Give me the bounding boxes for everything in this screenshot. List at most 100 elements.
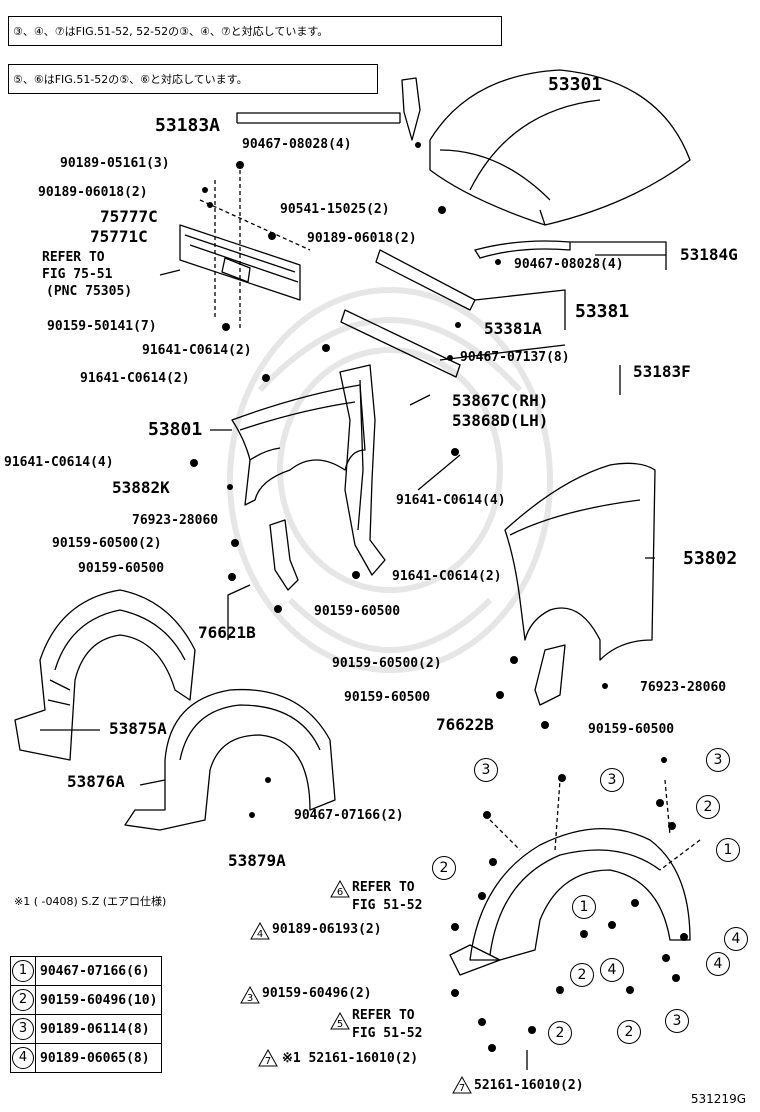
legend-row: 1 90467-07166(6) (10, 956, 163, 986)
legend-num-cell: 3 (10, 1014, 36, 1044)
label-90189-06018-a: 90189-06018(2) (38, 185, 148, 200)
circle-mark-3: 3 (600, 768, 624, 792)
legend-part-cell: 90159-60496(10) (34, 985, 163, 1015)
label-53183F: 53183F (633, 362, 691, 381)
label-91641-c0614-e: 91641-C0614(2) (392, 569, 502, 584)
label-refer-75-51-line3: (PNC 75305) (46, 284, 133, 299)
circle-mark-2: 2 (570, 963, 594, 987)
legend-num-cell: 2 (10, 985, 36, 1015)
label-90159-60500-c: 90159-60500 (344, 690, 431, 705)
label-53875A: 53875A (109, 719, 167, 738)
legend-row: 4 90189-06065(8) (10, 1043, 163, 1073)
note-fig-correspondence-2: ⑤、⑥はFIG.51-52の⑤、⑥と対応しています。 (8, 64, 378, 94)
label-53882K: 53882K (112, 478, 170, 497)
footnote: ※1 ( -0408) S.Z (エアロ仕様) (14, 895, 167, 908)
note-fig-correspondence-1: ③、④、⑦はFIG.51-52, 52-52の③、④、⑦と対応しています。 (8, 16, 502, 46)
label-53801: 53801 (148, 419, 203, 440)
circle-mark-1: 1 (572, 895, 596, 919)
label-refer-75-51-line1: REFER TO (42, 250, 105, 265)
triangle-mark-6: 6 (330, 880, 350, 898)
fastener-legend-table: 1 90467-07166(6) 2 90159-60496(10) 3 901… (10, 956, 163, 1073)
liner-53875A (14, 589, 196, 761)
label-90189-05161: 90189-05161(3) (60, 156, 170, 171)
label-90467-08028-a: 90467-08028(4) (242, 137, 352, 152)
diagram-code: 531219G (690, 1092, 746, 1106)
label-53879A: 53879A (228, 851, 286, 870)
label-53183A: 53183A (155, 115, 221, 136)
label-91641-c0614-c: 91641-C0614(4) (4, 455, 114, 470)
label-53381: 53381 (575, 301, 630, 322)
legend-num-cell: 1 (10, 956, 36, 986)
label-91641-c0614-d: 91641-C0614(4) (396, 493, 506, 508)
label-76923-28060-a: 76923-28060 (132, 513, 219, 528)
fender-53802 (504, 462, 656, 661)
label-90159-50141: 90159-50141(7) (47, 319, 157, 334)
label-53868D-lh: 53868D(LH) (452, 411, 549, 430)
svg-text:6: 6 (337, 887, 343, 898)
liner-53876A (124, 688, 336, 831)
label-refer-75-51-line2: FIG 75-51 (42, 267, 113, 282)
svg-text:7: 7 (459, 1083, 465, 1094)
svg-text:4: 4 (257, 929, 263, 940)
svg-text:5: 5 (337, 1019, 343, 1030)
label-91641-c0614-b: 91641-C0614(2) (80, 371, 190, 386)
triangle-mark-3: 3 (240, 986, 260, 1004)
label-90159-60496: 90159-60496(2) (262, 986, 372, 1001)
label-76621B: 76621B (198, 623, 256, 642)
legend-row: 2 90159-60496(10) (10, 985, 163, 1015)
label-52161-16010-b: 52161-16010(2) (474, 1078, 584, 1093)
label-90159-60500-d: 90159-60500 (588, 722, 675, 737)
label-90467-07137: 90467-07137(8) (460, 350, 570, 365)
label-90467-08028-b: 90467-08028(4) (514, 257, 624, 272)
legend-circle-number: 4 (12, 1047, 34, 1069)
label-76622B: 76622B (436, 715, 494, 734)
label-90189-06018-b: 90189-06018(2) (307, 231, 417, 246)
circle-mark-2: 2 (617, 1020, 641, 1044)
svg-text:7: 7 (265, 1056, 271, 1067)
triangle-mark-4: 4 (250, 922, 270, 940)
fender-53801 (231, 384, 366, 506)
circle-mark-4: 4 (724, 927, 748, 951)
label-53184G: 53184G (680, 245, 738, 264)
circle-mark-4: 4 (706, 952, 730, 976)
note1-text: ③、④、⑦はFIG.51-52, 52-52の③、④、⑦と対応しています。 (13, 25, 329, 38)
label-refer-51-52-a-line2: FIG 51-52 (352, 898, 423, 913)
label-53802: 53802 (683, 548, 738, 569)
circle-mark-3: 3 (474, 758, 498, 782)
label-refer-51-52-b-line1: REFER TO (352, 1008, 415, 1023)
circle-mark-3: 3 (706, 748, 730, 772)
label-90541-15025: 90541-15025(2) (280, 202, 390, 217)
label-90467-07166: 90467-07166(2) (294, 808, 404, 823)
legend-part-cell: 90189-06065(8) (34, 1043, 163, 1073)
watermark-emblem (227, 287, 553, 673)
label-90159-60500-b: 90159-60500 (314, 604, 401, 619)
circle-mark-4: 4 (600, 958, 624, 982)
label-75777C: 75777C (100, 207, 158, 226)
label-refer-51-52-b-line2: FIG 51-52 (352, 1026, 423, 1041)
label-76923-28060-b: 76923-28060 (640, 680, 727, 695)
legend-part-cell: 90467-07166(6) (34, 956, 163, 986)
label-90159-60500-a: 90159-60500 (78, 561, 165, 576)
triangle-mark-5: 5 (330, 1012, 350, 1030)
label-53381A: 53381A (484, 319, 542, 338)
legend-circle-number: 3 (12, 1018, 34, 1040)
legend-row: 3 90189-06114(8) (10, 1014, 163, 1044)
note2-text: ⑤、⑥はFIG.51-52の⑤、⑥と対応しています。 (13, 73, 248, 86)
label-52161-16010-a: ※1 52161-16010(2) (282, 1051, 419, 1066)
triangle-mark-7-b: 7 (452, 1076, 472, 1094)
legend-part-cell: 90189-06114(8) (34, 1014, 163, 1044)
circle-mark-2: 2 (696, 795, 720, 819)
circle-mark-2: 2 (548, 1021, 572, 1045)
label-91641-c0614-a: 91641-C0614(2) (142, 343, 252, 358)
label-53876A: 53876A (67, 772, 125, 791)
legend-num-cell: 4 (10, 1043, 36, 1073)
hood-53301 (429, 69, 691, 226)
fastener-dots (190, 142, 688, 1052)
label-53301: 53301 (548, 74, 603, 95)
triangle-mark-7-a: 7 (258, 1049, 278, 1067)
circle-mark-1: 1 (716, 838, 740, 862)
circle-mark-3: 3 (665, 1009, 689, 1033)
label-53867C-rh: 53867C(RH) (452, 391, 549, 410)
